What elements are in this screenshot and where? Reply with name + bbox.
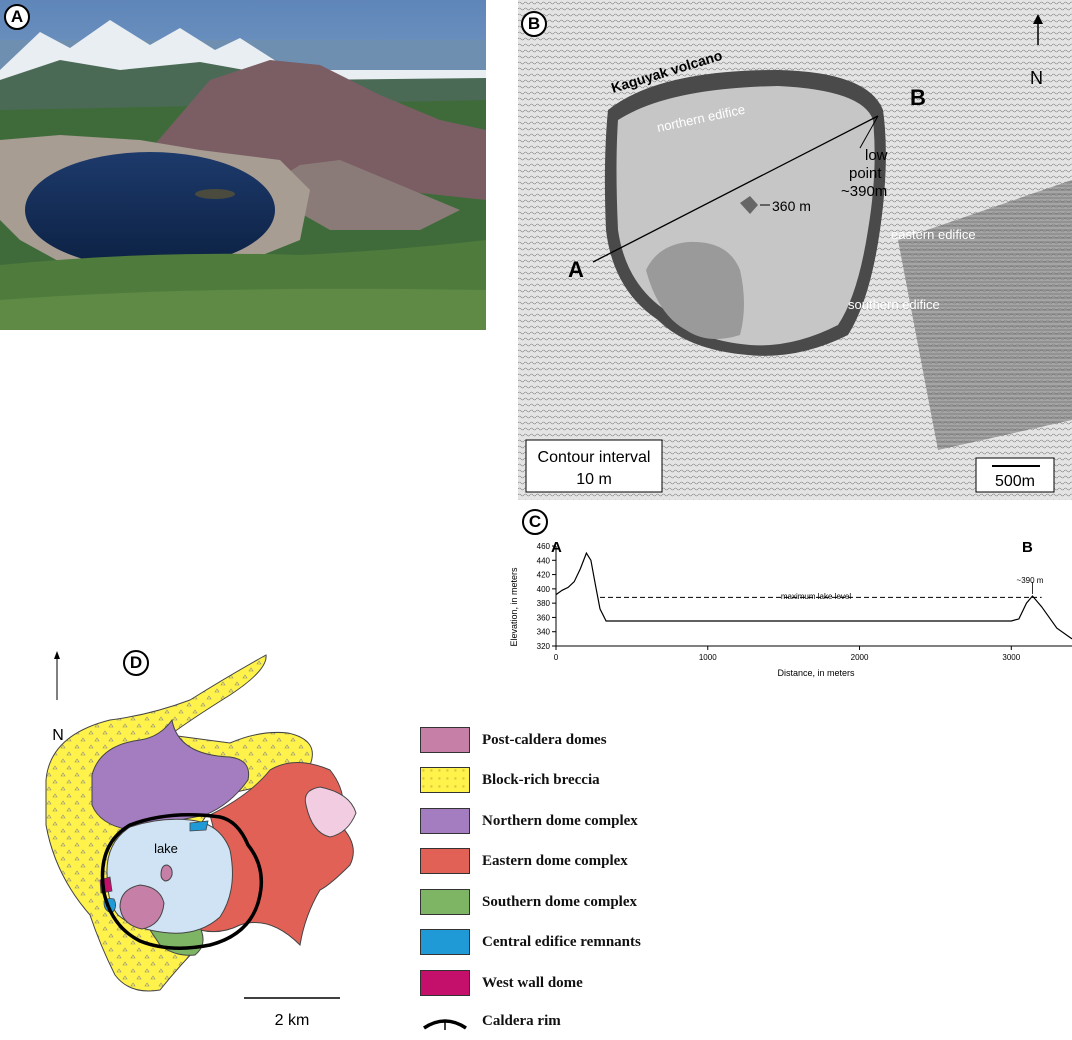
profile-label-a: A — [551, 539, 562, 556]
southern-edifice-label: southern edifice — [848, 297, 940, 312]
legend-item-caldera-rim: Caldera rim — [420, 1008, 561, 1034]
y-tick-label: 460 — [537, 542, 551, 551]
geologic-map: N lake 2 km — [45, 651, 357, 1029]
low-point-label-3: ~390m — [841, 183, 887, 200]
y-tick-label: 380 — [537, 599, 551, 608]
panel-c-badge: C — [522, 509, 548, 535]
x-tick-label: 0 — [554, 653, 559, 662]
x-axis-title: Distance, in meters — [777, 668, 855, 678]
panel-a-badge: A — [4, 4, 30, 30]
panel-d-geologic-map: N lake 2 km D — [30, 645, 390, 1035]
y-tick-label: 320 — [537, 642, 551, 651]
point-b-label: B — [910, 85, 926, 110]
legend-swatch — [420, 767, 470, 793]
caldera-rim — [100, 813, 264, 950]
legend-label: Eastern dome complex — [482, 852, 628, 869]
legend-item-northern-dome-complex: Northern dome complex — [420, 808, 638, 834]
legend-label: Post-caldera domes — [482, 731, 607, 748]
y-axis-title: Elevation, in meters — [509, 567, 519, 647]
contour-interval-value: 10 m — [576, 471, 612, 488]
post-caldera-dome-lake-area — [119, 884, 165, 930]
profile-line — [555, 551, 1072, 640]
panel-b-relief-map: Kaguyak volcano northern edifice eastern… — [518, 0, 1072, 500]
island-elevation-label: 360 m — [772, 198, 811, 214]
profile-label-b: B — [1022, 539, 1033, 556]
legend-swatch — [420, 808, 470, 834]
scale-bar-2km-label: 2 km — [275, 1012, 310, 1029]
post-caldera-dome-east-area — [304, 786, 357, 838]
north-arrow-label: N — [1030, 68, 1043, 88]
y-tick-label: 360 — [537, 613, 551, 622]
legend-item-central-edifice-remnants: Central edifice remnants — [420, 929, 641, 955]
scale-bar-500m-label: 500m — [995, 473, 1035, 490]
geo-north-label: N — [52, 727, 64, 744]
legend-swatch — [420, 889, 470, 915]
legend-label: Northern dome complex — [482, 812, 638, 829]
legend-swatch — [420, 929, 470, 955]
caldera-rim-symbol — [423, 1019, 467, 1030]
panel-a-photo: A — [0, 0, 486, 330]
legend-item-block-rich-breccia: Block-rich breccia — [420, 767, 600, 793]
legend-swatch — [420, 848, 470, 874]
y-tick-label: 440 — [537, 556, 551, 565]
contour-interval-label: Contour interval — [538, 449, 651, 466]
low-point-label-2: point — [849, 165, 882, 182]
legend-swatch — [420, 970, 470, 996]
profile-line-ab — [592, 115, 879, 263]
panel-d-badge: D — [123, 650, 149, 676]
x-tick-label: 2000 — [851, 653, 869, 662]
legend-swatch — [420, 727, 470, 753]
peak-390m-label: ~390 m — [1017, 576, 1044, 585]
y-tick-label: 420 — [537, 571, 551, 580]
legend-label: Southern dome complex — [482, 893, 637, 910]
legend-label: Central edifice remnants — [482, 933, 641, 950]
eastern-edifice-label: eastern edifice — [891, 227, 976, 242]
legend-item-southern-dome-complex: Southern dome complex — [420, 889, 637, 915]
y-tick-label: 340 — [537, 628, 551, 637]
x-tick-label: 1000 — [699, 653, 717, 662]
legend-label: Caldera rim — [482, 1012, 561, 1029]
maximum-lake-level-label: maximum lake level — [781, 592, 851, 601]
relief-map: Kaguyak volcano northern edifice eastern… — [518, 0, 1072, 500]
y-tick-label: 400 — [537, 585, 551, 594]
legend-label: Block-rich breccia — [482, 771, 600, 788]
post-caldera-dome-island-area — [160, 864, 173, 882]
x-tick-label: 3000 — [1002, 653, 1020, 662]
central-edifice-remnant-north-area — [189, 820, 209, 832]
lake-label: lake — [154, 841, 178, 856]
low-point-label-1: low — [865, 147, 888, 164]
panel-b-badge: B — [521, 11, 547, 37]
point-a-label: A — [568, 257, 584, 282]
aerial-photo — [0, 0, 486, 330]
legend-item-west-wall-dome: West wall dome — [420, 970, 583, 996]
legend-item-post-caldera-domes: Post-caldera domes — [420, 727, 607, 753]
legend-label: West wall dome — [482, 974, 583, 991]
legend-item-eastern-dome-complex: Eastern dome complex — [420, 848, 628, 874]
